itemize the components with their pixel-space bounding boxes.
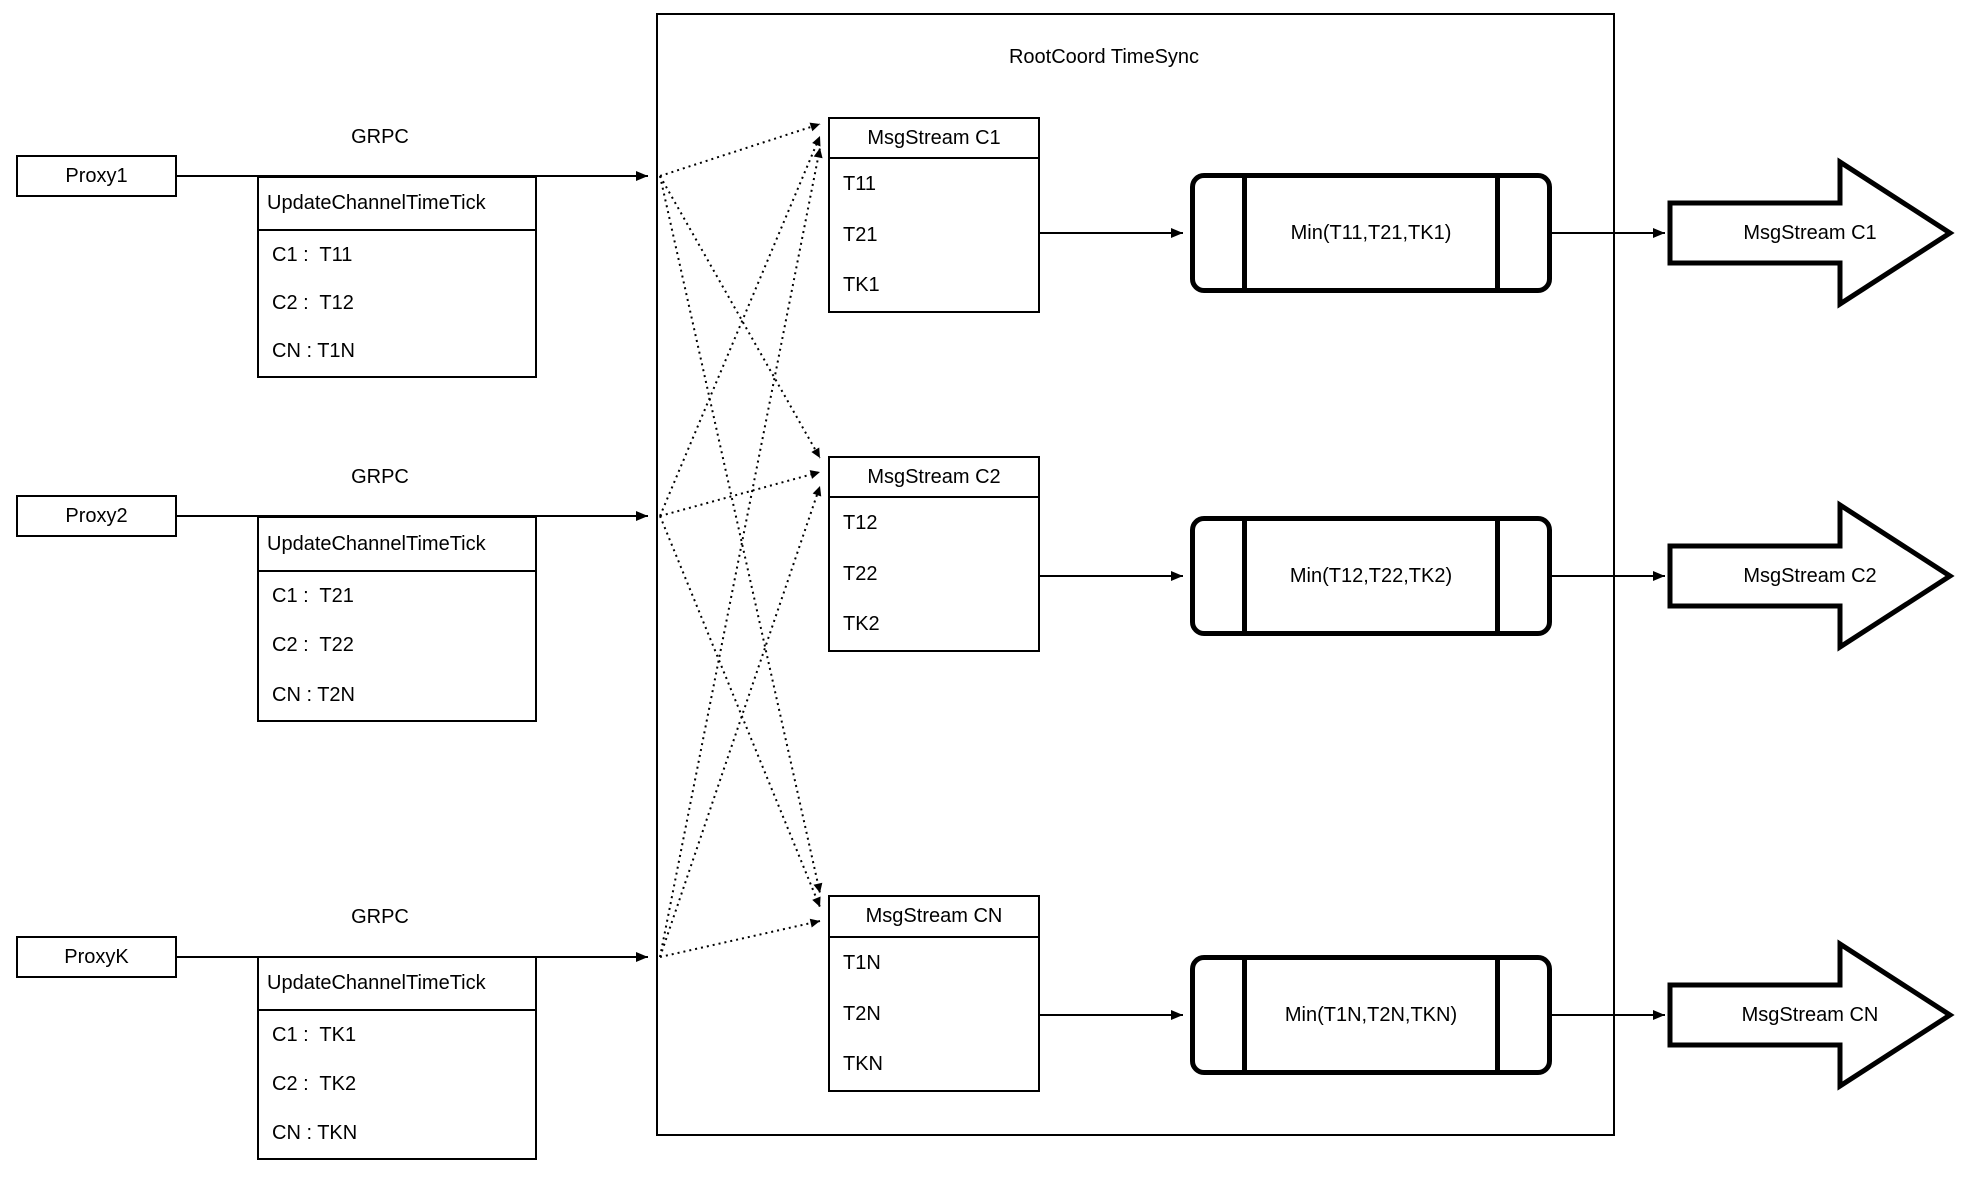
min-box-left-bar bbox=[1242, 960, 1247, 1070]
tick-row: T11 bbox=[843, 172, 876, 195]
grpc-label-proxy2: GRPC bbox=[351, 466, 409, 488]
dotted-arrow-proxy1-c1 bbox=[659, 122, 821, 177]
tick-row: T2N bbox=[843, 1002, 881, 1025]
dotted-arrow-proxy1-c2 bbox=[659, 175, 821, 459]
msgstream-c1-table-title: MsgStream C1 bbox=[830, 119, 1038, 159]
output-arrow-cn-label: MsgStream CN bbox=[1741, 1004, 1879, 1026]
min-c2-label: Min(T12,T22,TK2) bbox=[1289, 565, 1453, 587]
output-arrow-c2-label: MsgStream C2 bbox=[1743, 565, 1877, 587]
update-channel-timetick-table-proxyk: UpdateChannelTimeTick C1 : TK1 C2 : TK2 … bbox=[257, 956, 537, 1160]
proxyk-box: ProxyK bbox=[16, 936, 177, 978]
min-box-left-bar bbox=[1242, 521, 1247, 631]
dotted-arrow-proxyk-c2 bbox=[659, 485, 822, 958]
dotted-arrow-proxy2-c1 bbox=[659, 135, 821, 517]
msgstream-cn-table-title: MsgStream CN bbox=[830, 897, 1038, 938]
table-row: C1 : T11 bbox=[272, 243, 353, 266]
rootcoord-timesync-title: RootCoord TimeSync bbox=[1008, 46, 1200, 68]
tick-row: TKN bbox=[843, 1053, 883, 1076]
update-channel-timetick-table-proxy1: UpdateChannelTimeTick C1 : T11 C2 : T12 … bbox=[257, 176, 537, 378]
table-row: C1 : T21 bbox=[272, 585, 354, 608]
min-box-left-bar bbox=[1242, 178, 1247, 288]
msgstream-c2-table-title: MsgStream C2 bbox=[830, 458, 1038, 498]
min-box-cn: Min(T1N,T2N,TKN) bbox=[1190, 955, 1552, 1075]
table-row: C1 : TK1 bbox=[272, 1024, 357, 1046]
table-row: C2 : TK2 bbox=[272, 1073, 357, 1095]
table-header: UpdateChannelTimeTick bbox=[259, 178, 535, 231]
output-arrow-shape-c1 bbox=[1667, 157, 1955, 309]
dotted-arrow-proxy2-cn bbox=[659, 515, 821, 908]
table-row: C2 : T12 bbox=[272, 291, 354, 314]
proxy1-label: Proxy1 bbox=[65, 165, 128, 187]
tick-row: T21 bbox=[843, 223, 878, 246]
tick-row: TK1 bbox=[843, 274, 880, 297]
tick-row: TK2 bbox=[843, 613, 880, 636]
grpc-label-proxyk: GRPC bbox=[351, 906, 409, 928]
output-arrow-shape-c2 bbox=[1667, 500, 1955, 652]
table-row: CN : T1N bbox=[272, 340, 355, 363]
proxy1-box: Proxy1 bbox=[16, 155, 177, 197]
proxy2-box: Proxy2 bbox=[16, 495, 177, 537]
tick-row: T1N bbox=[843, 951, 881, 974]
tick-row: T12 bbox=[843, 511, 878, 534]
dotted-arrow-proxy2-c2 bbox=[659, 470, 821, 517]
table-row: CN : TKN bbox=[272, 1122, 358, 1144]
min-box-right-bar bbox=[1495, 960, 1500, 1070]
rootcoord-timesync-container bbox=[656, 13, 1615, 1136]
table-header: UpdateChannelTimeTick bbox=[259, 958, 535, 1011]
min-c1-label: Min(T11,T21,TK1) bbox=[1290, 222, 1452, 244]
tick-row: T22 bbox=[843, 562, 878, 585]
msgstream-c1-table: MsgStream C1 T11 T21 TK1 bbox=[828, 117, 1040, 313]
dotted-arrow-proxy1-cn bbox=[659, 175, 823, 894]
output-arrow-shape-cn bbox=[1667, 939, 1955, 1091]
output-arrow-c1-label: MsgStream C1 bbox=[1743, 222, 1877, 244]
min-box-right-bar bbox=[1495, 178, 1500, 288]
min-box-c1: Min(T11,T21,TK1) bbox=[1190, 173, 1552, 293]
msgstream-c2-table: MsgStream C2 T12 T22 TK2 bbox=[828, 456, 1040, 652]
proxy2-label: Proxy2 bbox=[65, 505, 128, 527]
table-header: UpdateChannelTimeTick bbox=[259, 518, 535, 572]
min-box-right-bar bbox=[1495, 521, 1500, 631]
proxyk-label: ProxyK bbox=[64, 946, 129, 968]
min-cn-label: Min(T1N,T2N,TKN) bbox=[1284, 1004, 1458, 1026]
min-box-c2: Min(T12,T22,TK2) bbox=[1190, 516, 1552, 636]
grpc-label-proxy1: GRPC bbox=[351, 126, 409, 148]
update-channel-timetick-table-proxy2: UpdateChannelTimeTick C1 : T21 C2 : T22 … bbox=[257, 516, 537, 722]
table-row: C2 : T22 bbox=[272, 634, 354, 657]
msgstream-cn-table: MsgStream CN T1N T2N TKN bbox=[828, 895, 1040, 1092]
table-row: CN : T2N bbox=[272, 683, 355, 706]
